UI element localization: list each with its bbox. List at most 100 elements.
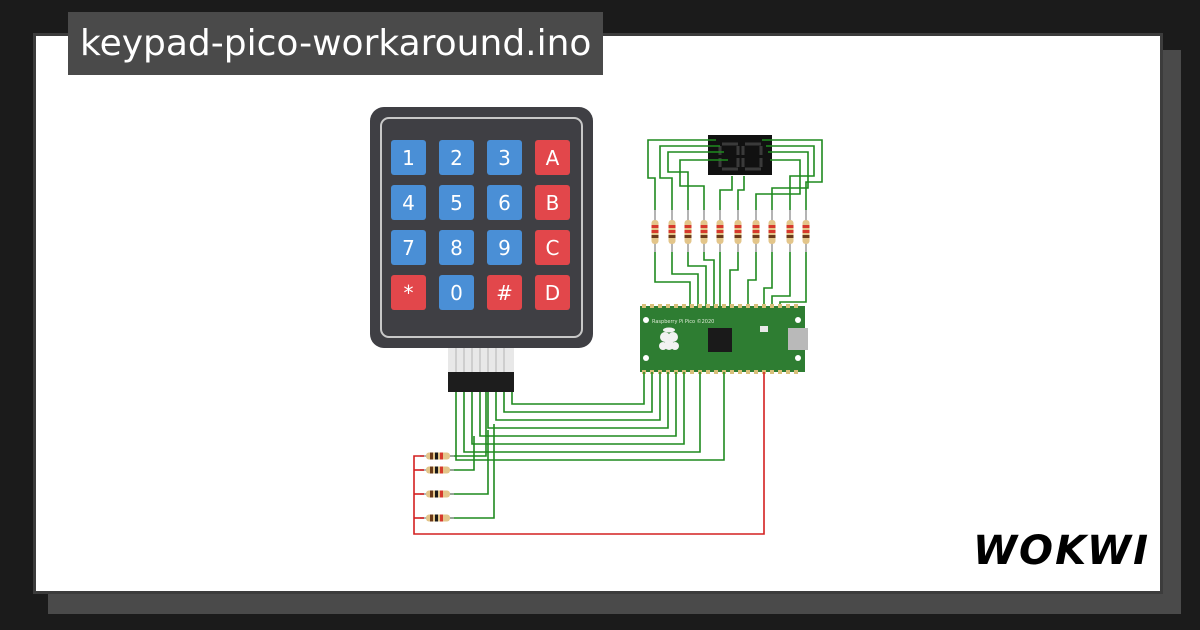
key-face — [391, 230, 426, 265]
pin — [722, 304, 726, 308]
key-0[interactable]: 0 — [439, 275, 474, 310]
preview-card — [33, 33, 1163, 594]
key-face — [535, 185, 570, 220]
key-label: D — [545, 281, 560, 305]
key-3[interactable]: 3 — [487, 140, 522, 175]
resistor — [802, 210, 810, 252]
key-label: 4 — [402, 191, 415, 215]
resistor — [420, 514, 454, 522]
key-D[interactable]: D — [535, 275, 570, 310]
key-label: 2 — [450, 146, 463, 170]
pin — [794, 304, 798, 308]
key-label: 5 — [450, 191, 463, 215]
resistor — [684, 210, 692, 252]
display-segments — [718, 142, 763, 171]
key-face — [487, 140, 522, 175]
key-B[interactable]: B — [535, 185, 570, 220]
mount-hole — [643, 355, 649, 361]
raspberry-pi-pico: Raspberry Pi Pico ©2020 — [640, 304, 808, 374]
key-label: 9 — [498, 236, 511, 260]
power-wire — [413, 372, 765, 535]
key-A[interactable]: A — [535, 140, 570, 175]
key-6[interactable]: 6 — [487, 185, 522, 220]
key-label: A — [546, 146, 560, 170]
resistor — [668, 210, 676, 252]
key-label: 3 — [498, 146, 511, 170]
key-label: B — [546, 191, 560, 215]
wokwi-logo: WOKWI — [972, 528, 1150, 574]
key-face — [439, 185, 474, 220]
pin — [642, 304, 646, 308]
key-label: 0 — [450, 281, 463, 305]
pin — [730, 304, 734, 308]
resistor — [420, 490, 454, 498]
key-face — [439, 275, 474, 310]
resistor — [752, 210, 760, 252]
pin — [650, 304, 654, 308]
key-face — [487, 185, 522, 220]
key-face — [391, 275, 426, 310]
resistor — [786, 210, 794, 252]
pin — [714, 304, 718, 308]
key-label: 1 — [402, 146, 415, 170]
key-face — [391, 140, 426, 175]
header-connector — [448, 372, 514, 392]
key-8[interactable]: 8 — [439, 230, 474, 265]
pin — [786, 370, 790, 374]
key-face — [391, 185, 426, 220]
keypad-to-pico-wires — [450, 372, 725, 519]
pin — [738, 304, 742, 308]
pin — [770, 370, 774, 374]
pin — [754, 370, 758, 374]
key-label: C — [546, 236, 560, 260]
pin — [778, 304, 782, 308]
key-1[interactable]: 1 — [391, 140, 426, 175]
pin — [706, 304, 710, 308]
usb-connector-icon — [788, 328, 808, 350]
key-face — [487, 275, 522, 310]
mount-hole — [795, 317, 801, 323]
key-#[interactable]: # — [487, 275, 522, 310]
key-face — [535, 230, 570, 265]
key-*[interactable]: * — [391, 275, 426, 310]
key-5[interactable]: 5 — [439, 185, 474, 220]
key-2[interactable]: 2 — [439, 140, 474, 175]
pin — [754, 304, 758, 308]
pin — [762, 304, 766, 308]
pin — [682, 304, 686, 308]
key-face — [535, 275, 570, 310]
keypad-connector — [448, 348, 514, 392]
pin — [714, 370, 718, 374]
key-face — [439, 230, 474, 265]
display-wires — [647, 139, 823, 210]
key-label: * — [404, 281, 414, 305]
segment-resistors — [651, 210, 810, 252]
key-label: # — [496, 281, 513, 305]
raspberry-logo-icon — [659, 327, 679, 350]
key-9[interactable]: 9 — [487, 230, 522, 265]
pin — [778, 370, 782, 374]
resistor — [420, 452, 454, 460]
key-C[interactable]: C — [535, 230, 570, 265]
mount-hole — [643, 317, 649, 323]
pin — [706, 370, 710, 374]
pin — [666, 304, 670, 308]
resistor-to-pico-wires — [654, 252, 807, 308]
rp2040-chip — [708, 328, 732, 352]
key-label: 6 — [498, 191, 511, 215]
resistor — [734, 210, 742, 252]
pin — [698, 304, 702, 308]
mount-hole — [795, 355, 801, 361]
key-label: 8 — [450, 236, 463, 260]
pin — [746, 370, 750, 374]
resistor — [700, 210, 708, 252]
pin — [690, 304, 694, 308]
key-4[interactable]: 4 — [391, 185, 426, 220]
keypad-border — [380, 117, 583, 338]
pin — [794, 370, 798, 374]
resistor — [716, 210, 724, 252]
key-7[interactable]: 7 — [391, 230, 426, 265]
